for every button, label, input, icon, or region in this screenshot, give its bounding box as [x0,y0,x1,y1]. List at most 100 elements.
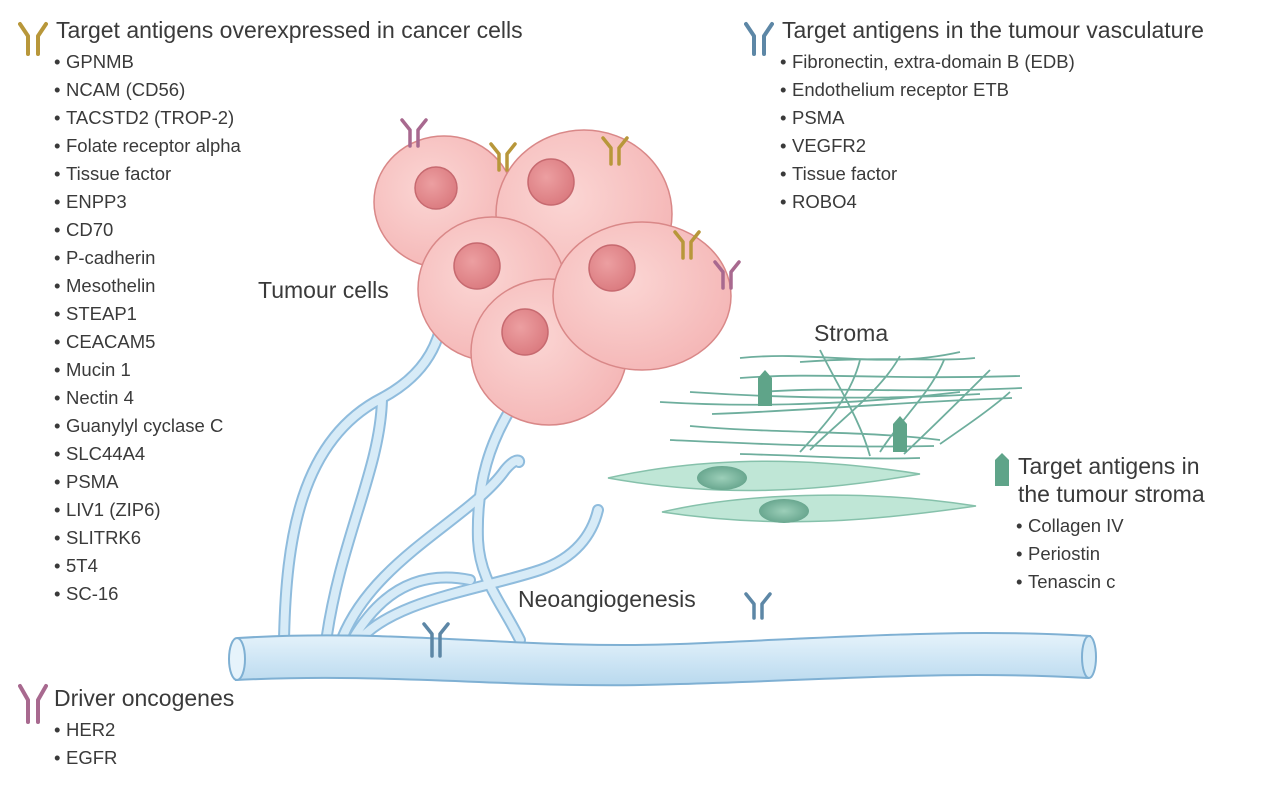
bullet-icon: • [54,331,61,352]
oncogenes-heading: Driver oncogenes [54,685,235,711]
bullet-icon: • [54,275,61,296]
bullet-icon: • [54,219,61,240]
bullet-icon: • [54,471,61,492]
list-item: •PSMA [780,104,1204,132]
bullet-icon: • [54,555,61,576]
list-item: •Periostin [1016,540,1205,568]
list-item-text: Nectin 4 [66,387,134,408]
list-item-text: Tissue factor [66,163,172,184]
bullet-icon: • [780,191,787,212]
list-item: •ENPP3 [54,188,523,216]
bullet-icon: • [780,135,787,156]
bullet-icon: • [54,303,61,324]
list-item-text: STEAP1 [66,303,137,324]
bullet-icon: • [54,359,61,380]
bullet-icon: • [54,191,61,212]
list-item: •STEAP1 [54,300,523,328]
bullet-icon: • [780,107,787,128]
list-item-text: 5T4 [66,555,98,576]
bullet-icon: • [54,415,61,436]
list-item: •CEACAM5 [54,328,523,356]
stroma-label: Stroma [814,320,889,346]
list-item: •NCAM (CD56) [54,76,523,104]
bullet-icon: • [54,583,61,604]
cancer-antigens-block: Target antigens overexpressed in cancer … [18,16,523,608]
list-item-text: Collagen IV [1028,515,1124,536]
list-item-text: Folate receptor alpha [66,135,241,156]
list-item-text: ENPP3 [66,191,127,212]
list-item: •SC-16 [54,580,523,608]
stroma-cells [607,460,977,523]
list-item-text: PSMA [792,107,845,128]
capillary-sprouts [278,324,604,650]
vasculature-antigen-list: •Fibronectin, extra-domain B (EDB)•Endot… [780,48,1204,216]
stroma-antigen-markers [758,370,907,452]
list-item-text: ROBO4 [792,191,857,212]
list-item-text: NCAM (CD56) [66,79,186,100]
list-item-text: SC-16 [66,583,119,604]
vasculature-antigens-heading: Target antigens in the tumour vasculatur… [782,17,1204,43]
tumour-cells [373,129,732,426]
bullet-icon: • [1016,515,1023,536]
vasculature-antigens-block: Target antigens in the tumour vasculatur… [744,16,1204,216]
bullet-icon: • [54,387,61,408]
list-item-text: P-cadherin [66,247,156,268]
pentagon-marker-icon [995,453,1009,486]
list-item-text: Mesothelin [66,275,156,296]
bullet-icon: • [54,443,61,464]
neoangiogenesis-label: Neoangiogenesis [518,586,696,612]
cell-receptors [400,118,772,658]
stroma-antigens-heading-line2: the tumour stroma [1018,481,1205,507]
bullet-icon: • [54,527,61,548]
list-item-text: Periostin [1028,543,1100,564]
list-item: •CD70 [54,216,523,244]
list-item-text: EGFR [66,747,118,768]
list-item: •VEGFR2 [780,132,1204,160]
list-item: •SLITRK6 [54,524,523,552]
bullet-icon: • [54,79,61,100]
stroma-antigen-list: •Collagen IV•Periostin•Tenascin c [1016,512,1205,596]
bullet-icon: • [54,135,61,156]
bullet-icon: • [54,747,61,768]
list-item: •Endothelium receptor ETB [780,76,1204,104]
list-item-text: LIV1 (ZIP6) [66,499,161,520]
list-item-text: GPNMB [66,51,134,72]
list-item-text: Fibronectin, extra-domain B (EDB) [792,51,1075,72]
list-item: •ROBO4 [780,188,1204,216]
cancer-antigens-heading: Target antigens overexpressed in cancer … [56,17,523,43]
stroma-antigens-heading-line1: Target antigens in [1018,453,1200,479]
bullet-icon: • [54,499,61,520]
bullet-icon: • [1016,571,1023,592]
list-item-text: SLC44A4 [66,443,146,464]
list-item: •Mucin 1 [54,356,523,384]
list-item-text: Endothelium receptor ETB [792,79,1009,100]
list-item-text: VEGFR2 [792,135,867,156]
stroma-fibres [659,349,1023,460]
bullet-icon: • [54,107,61,128]
list-item-text: SLITRK6 [66,527,142,548]
list-item: •GPNMB [54,48,523,76]
bullet-icon: • [780,79,787,100]
list-item: •Fibronectin, extra-domain B (EDB) [780,48,1204,76]
bullet-icon: • [54,247,61,268]
list-item-text: PSMA [66,471,119,492]
bullet-icon: • [54,163,61,184]
bullet-icon: • [780,51,787,72]
list-item: •5T4 [54,552,523,580]
list-item: •SLC44A4 [54,440,523,468]
oncogenes-block: Driver oncogenes •HER2 •EGFR [18,684,234,772]
list-item-text: HER2 [66,719,116,740]
cancer-antigen-list: •GPNMB•NCAM (CD56)•TACSTD2 (TROP-2)•Fola… [54,48,523,608]
oncogene-list: •HER2 •EGFR [54,716,234,772]
list-item: •HER2 [54,716,234,744]
list-item-text: Guanylyl cyclase C [66,415,224,436]
list-item: •P-cadherin [54,244,523,272]
list-item: •Collagen IV [1016,512,1205,540]
tumour-cells-label: Tumour cells [258,277,389,303]
antibody-y-icon [18,22,48,56]
list-item-text: TACSTD2 (TROP-2) [66,107,235,128]
list-item: •TACSTD2 (TROP-2) [54,104,523,132]
antibody-y-icon [744,22,774,56]
